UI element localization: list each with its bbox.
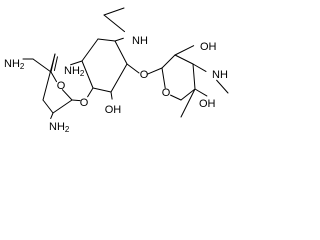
atom-label-n_methylamino: NH (212, 69, 228, 81)
bond-cb6-cb1 (114, 40, 128, 65)
atom-label-o_d2_oh: OH (200, 41, 217, 53)
bond-cb1-n_ethylamino (114, 37, 124, 42)
atom-label-o_ring2: O (162, 87, 171, 99)
bond-c5-o_ring1 (50, 71, 58, 83)
bond-cb1-cb2 (97, 38, 116, 42)
bond-n_ethylamino-c_eth1 (103, 14, 126, 33)
bond-d1-d2 (161, 54, 176, 69)
bond-c2-n_ring1_amino (50, 112, 54, 120)
bond-c_eth1-c_eth2 (103, 7, 125, 16)
bond-c2-c3 (42, 99, 54, 114)
atom-label-n_ring1_amino: NH2 (49, 121, 70, 134)
bond-o_glyc1-cb4 (87, 87, 94, 98)
bond-o_glyc2-d1 (147, 67, 163, 75)
bond-d4-c_d4_me (180, 88, 196, 118)
atom-label-o_d4_oh: OH (199, 98, 216, 110)
atom-label-o_ring1: O (57, 80, 66, 92)
bond-d3-n_methylamino (192, 63, 207, 72)
bond-layer (22, 7, 229, 120)
bond-d3-d4 (192, 63, 196, 90)
bond-d4-o_d4_oh (194, 88, 208, 97)
bond-cb4-cb5 (92, 87, 112, 93)
bond-n_methylamino-c_nme (216, 79, 229, 94)
bond-cb2-cb3 (81, 38, 99, 62)
bond-cb3-cb4 (81, 60, 94, 89)
bond-d4-d5 (180, 88, 196, 101)
bond-c5-c4 (53, 56, 58, 71)
atom-label-o_glyc1: O (80, 97, 89, 109)
bond-c1-o_glyc1 (71, 99, 81, 102)
bond-c_ch2-c5 (32, 58, 52, 73)
atom-label-n_aminomethyl: NH2 (4, 58, 25, 71)
atom-label-o_glyc2: O (140, 69, 149, 81)
bond-d2-o_d2_oh (174, 45, 195, 56)
atom-label-o_cb5_oh: OH (105, 104, 122, 116)
bond-d2-d3 (174, 54, 194, 65)
bond-cb5-o_cb5_oh (110, 91, 113, 100)
bond-c3-c4 (42, 53, 56, 101)
bond-cb5-cb6 (110, 63, 128, 93)
atom-label-n_ethylamino: NH (132, 35, 148, 47)
bond-cb3-n_central_amino (70, 60, 83, 66)
bond-cb6-o_glyc2 (126, 63, 140, 74)
bond-d5-o_ring2 (170, 94, 182, 101)
atom-label-n_central_amino: NH2 (64, 65, 85, 78)
bond-c1-c2 (52, 99, 73, 114)
bond-o_ring2-d1 (161, 67, 166, 89)
bond-o_ring1-c1 (61, 89, 73, 101)
